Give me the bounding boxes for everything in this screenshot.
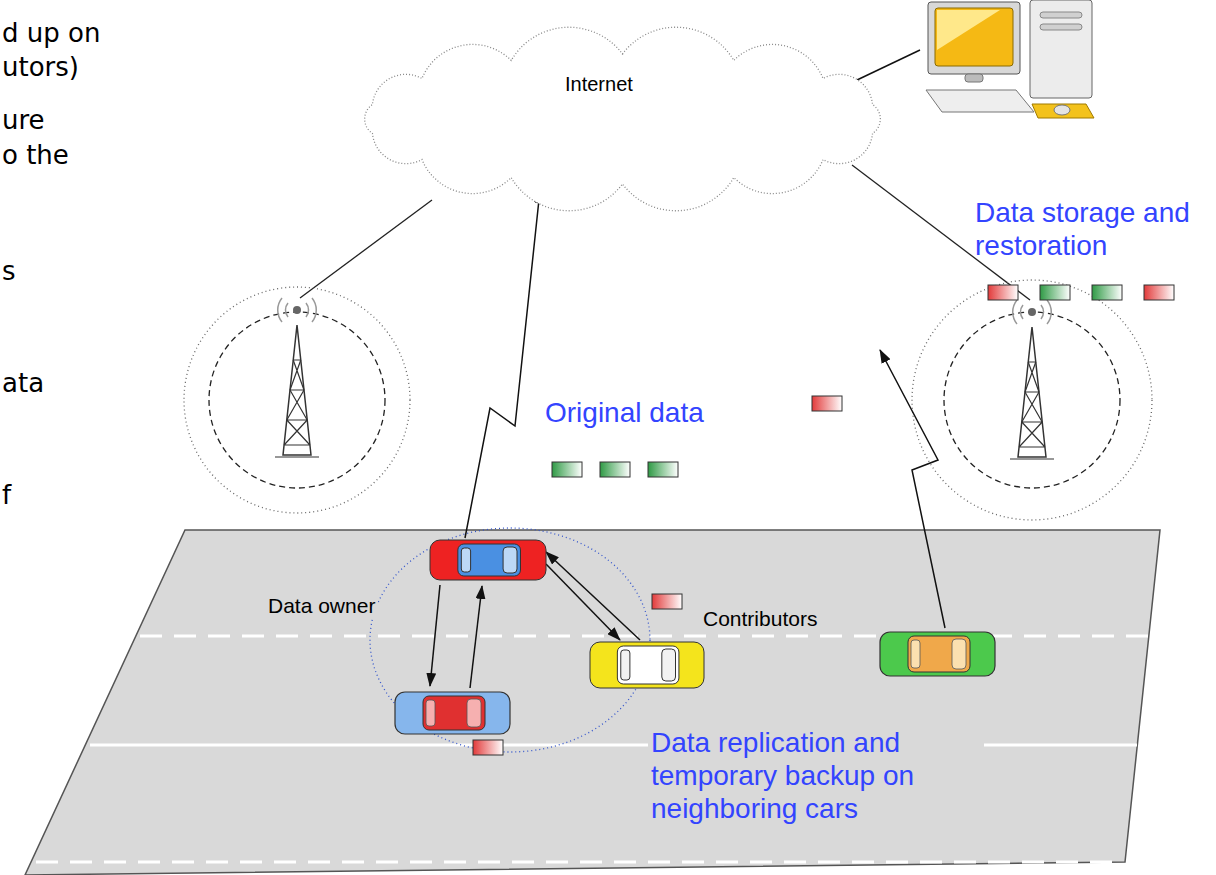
screen: [935, 8, 1013, 66]
monitor: [928, 2, 1020, 74]
computer-tower: [1030, 0, 1092, 98]
cell-tower: [1010, 300, 1054, 459]
cloud-label: Internet: [565, 72, 633, 96]
exchange-arrow: [430, 585, 440, 686]
car-body: [430, 540, 546, 580]
car-windshield: [662, 649, 676, 681]
annotation: Data replication and temporary backup on…: [648, 726, 984, 825]
connector: [546, 564, 620, 640]
data-block: [652, 594, 682, 609]
server-computer: Data storage and restoration: [920, 0, 1102, 120]
range-ellipse: [370, 528, 650, 752]
car-shape: [430, 538, 546, 582]
slide-text-fragment: s: [2, 256, 16, 287]
car-window: [461, 548, 470, 572]
internet-cloud: Internet: [340, 28, 905, 210]
road: [25, 530, 1160, 875]
mouse: [1054, 105, 1070, 115]
car-cabin: [458, 544, 521, 576]
upload-arrow: [880, 350, 945, 628]
data-block: [988, 285, 1018, 300]
owner-car: Data owner: [430, 538, 546, 582]
connector: [546, 552, 640, 640]
data-block: [812, 396, 842, 411]
coverage-circle: [912, 280, 1152, 520]
data-block: [1040, 285, 1070, 300]
lane-line: [140, 635, 1148, 638]
lane-line: [36, 861, 1124, 864]
car-cabin: [617, 646, 679, 684]
exchange-arrow: [470, 586, 482, 688]
owner-label: Data owner: [265, 593, 378, 618]
storage-label: Data storage and restoration: [975, 196, 1203, 262]
slide-text-fragment: d up on: [2, 18, 100, 49]
contributor-car: Contributors: [590, 640, 704, 690]
annotation: Original data: [545, 396, 704, 430]
data-block: [552, 462, 582, 477]
data-block: [1092, 285, 1122, 300]
car-windshield: [503, 547, 517, 573]
coverage-circle: [209, 312, 385, 488]
car: [395, 692, 510, 734]
keyboard: [926, 90, 1034, 112]
connector: [857, 50, 920, 80]
cloud-shape: [340, 28, 905, 210]
slide-text-fragment: f: [2, 480, 11, 511]
slide-text-fragment: ure: [2, 105, 45, 136]
data-block: [1144, 285, 1174, 300]
coverage-circle: [184, 287, 410, 513]
tower-link: [300, 200, 432, 298]
contributor-label: Contributors: [700, 606, 820, 631]
data-block: [473, 740, 503, 755]
slide-text-fragment: ata: [2, 368, 44, 399]
computer-shape: [920, 0, 1102, 120]
data-block: [648, 462, 678, 477]
connector: [465, 190, 540, 538]
car-body: [590, 642, 704, 688]
coverage-circle: [944, 312, 1120, 488]
cell-tower: [275, 298, 319, 457]
monitor-stand: [965, 74, 983, 82]
car-shape: [590, 640, 704, 690]
slide-text-fragment: o the: [2, 140, 69, 171]
drive-slot: [1040, 12, 1082, 18]
screen-glare: [937, 10, 1000, 50]
car: [880, 632, 995, 676]
slide-text-fragment: utors): [2, 52, 79, 83]
cloud-outline: [365, 27, 881, 211]
data-block: [600, 462, 630, 477]
mouse-pad: [1032, 104, 1094, 118]
drive-slot: [1040, 24, 1082, 30]
car-window: [621, 650, 630, 680]
